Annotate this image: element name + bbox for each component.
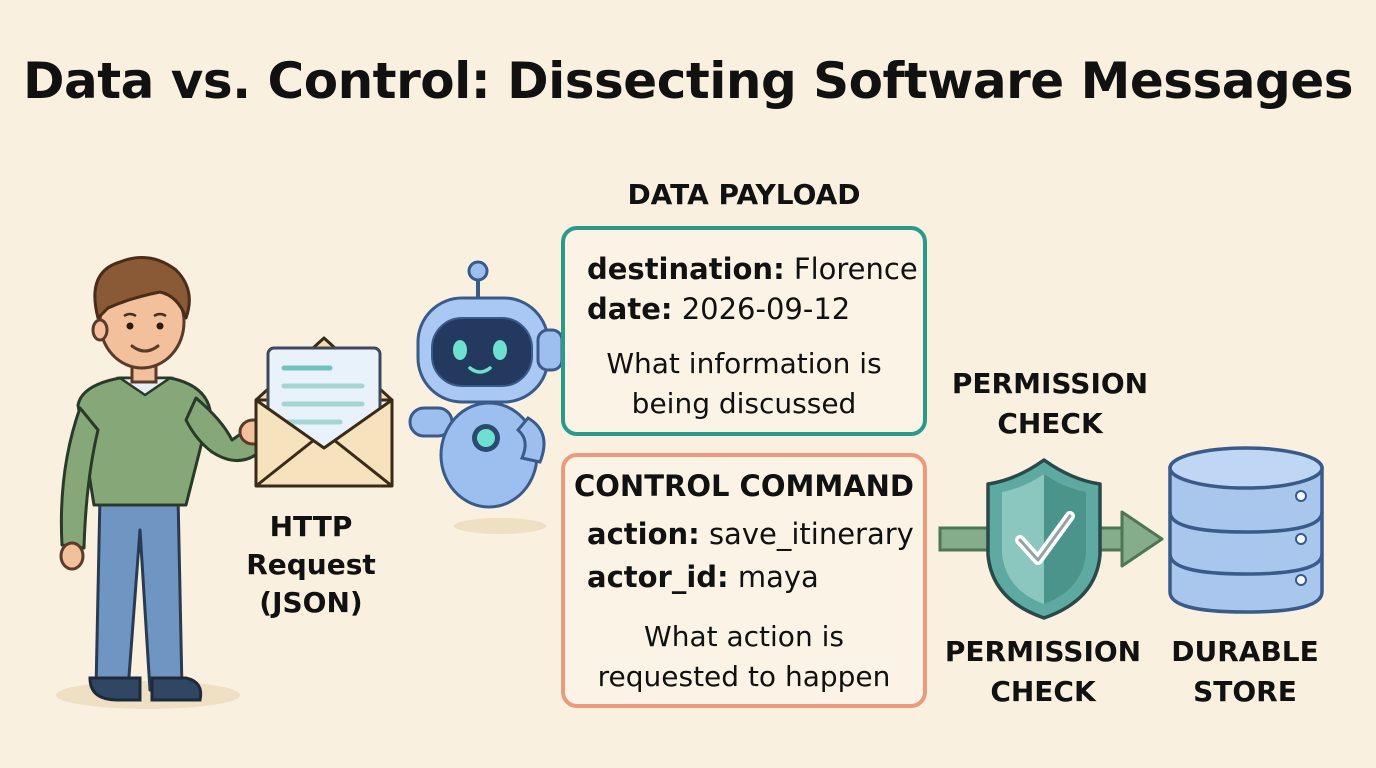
data-payload-note: What information is being discussed: [565, 344, 923, 424]
durable-store-label: DURABLE STORE: [1160, 632, 1330, 712]
data-payload-box: destination: Florence date: 2026-09-12 W…: [561, 226, 927, 436]
control-command-heading: CONTROL COMMAND: [574, 469, 914, 503]
field-key: date:: [587, 292, 673, 326]
http-label-line3: (JSON): [259, 586, 363, 619]
data-field-destination: destination: Florence: [587, 252, 918, 286]
note-line1: What action is: [644, 620, 844, 653]
control-command-box: CONTROL COMMAND action: save_itinerary a…: [561, 453, 927, 708]
shield-check-icon: [986, 458, 1102, 620]
http-label-line1: HTTP: [269, 510, 353, 543]
field-key: actor_id:: [587, 560, 729, 594]
field-key: action:: [587, 517, 700, 551]
control-field-actor: actor_id: maya: [587, 560, 819, 594]
robot-icon: [408, 260, 564, 509]
data-payload-heading: DATA PAYLOAD: [627, 178, 861, 211]
page-title: Data vs. Control: Dissecting Software Me…: [22, 52, 1354, 110]
robot-shadow: [454, 518, 546, 534]
field-value: Florence: [793, 252, 918, 286]
http-request-label: HTTP Request (JSON): [236, 508, 386, 622]
label-line1: PERMISSION: [951, 367, 1149, 400]
person-figure: [59, 256, 268, 702]
control-command-note: What action is requested to happen: [565, 617, 923, 697]
person-shadow: [56, 681, 240, 709]
note-line1: What information is: [606, 347, 882, 380]
database-icon: [1168, 446, 1324, 614]
label-line2: CHECK: [997, 407, 1103, 440]
field-value: save_itinerary: [708, 517, 914, 551]
control-field-action: action: save_itinerary: [587, 517, 914, 551]
note-line2: being discussed: [631, 387, 857, 420]
envelope-icon: [254, 336, 394, 488]
http-label-line2: Request: [246, 548, 376, 581]
permission-check-label-bottom: PERMISSION CHECK: [928, 632, 1158, 712]
field-key: destination:: [587, 252, 785, 286]
label-line1: DURABLE: [1171, 635, 1319, 668]
permission-check-label-top: PERMISSION CHECK: [930, 364, 1170, 444]
note-line2: requested to happen: [597, 660, 891, 693]
label-line2: CHECK: [990, 675, 1096, 708]
field-value: maya: [737, 560, 819, 594]
field-value: 2026-09-12: [681, 292, 851, 326]
data-field-date: date: 2026-09-12: [587, 292, 850, 326]
label-line1: PERMISSION: [944, 635, 1142, 668]
label-line2: STORE: [1193, 675, 1297, 708]
